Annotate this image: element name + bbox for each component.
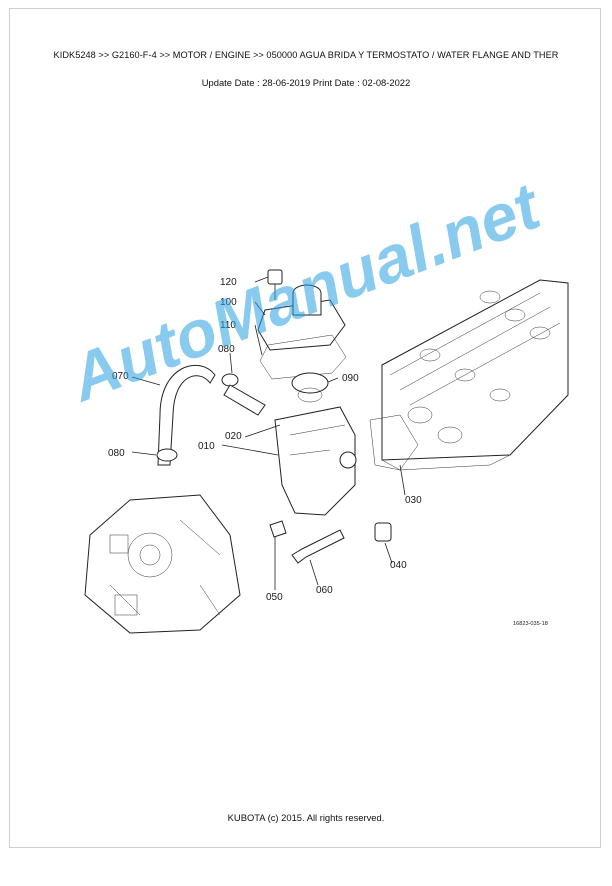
label-020: 020 (225, 431, 242, 442)
label-100: 100 (220, 297, 237, 308)
label-030: 030 (405, 495, 422, 506)
clamp-lower (156, 448, 178, 462)
bolt-120 (267, 269, 283, 285)
parts-diagram: 120 100 110 080 070 090 010 020 080 030 … (84, 269, 569, 634)
water-flange (257, 299, 346, 351)
page-frame (9, 8, 601, 848)
label-080-upper: 080 (218, 344, 235, 355)
thermostat (291, 372, 329, 394)
bolt-060 (291, 529, 345, 564)
label-120: 120 (220, 277, 237, 288)
copyright-footer: KUBOTA (c) 2015. All rights reserved. (227, 812, 385, 823)
label-060: 060 (316, 585, 333, 596)
label-080-lower: 080 (108, 448, 125, 459)
label-090: 090 (342, 373, 359, 384)
cylinder-head-drawing (381, 279, 569, 471)
breadcrumb: KIDK5248 >> G2160-F-4 >> MOTOR / ENGINE … (53, 50, 559, 60)
plug-040 (374, 522, 392, 542)
label-010: 010 (198, 441, 215, 452)
water-pump-drawing (84, 494, 241, 634)
gasket-110 (259, 334, 347, 380)
gasket-030 (369, 414, 419, 471)
hose-pipe (157, 365, 216, 466)
label-110: 110 (220, 320, 236, 331)
label-050: 050 (266, 592, 283, 603)
bypass-tube (223, 384, 266, 416)
bolt-050 (269, 520, 287, 538)
clamp-upper (221, 373, 239, 387)
figure-code: 16823-035-18 (513, 621, 548, 627)
label-040: 040 (390, 560, 407, 571)
date-line: Update Date : 28-06-2019 Print Date : 02… (201, 77, 411, 88)
label-070: 070 (112, 371, 129, 382)
